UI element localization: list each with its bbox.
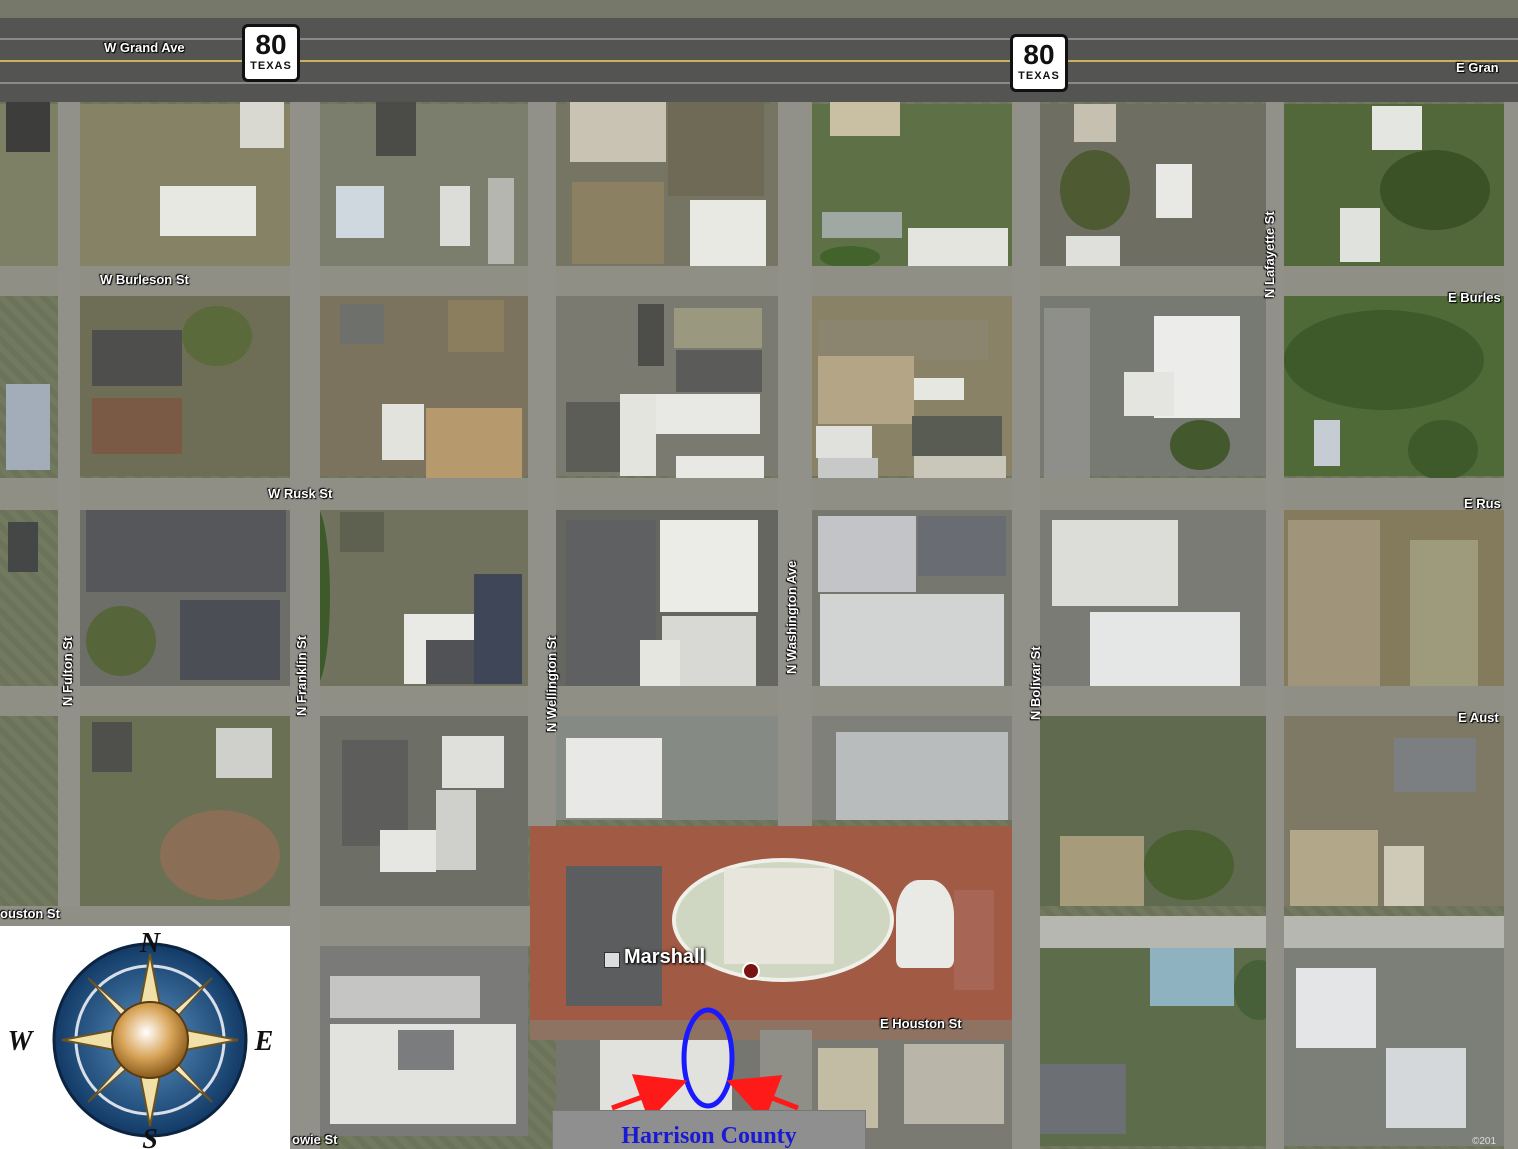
- street-label-e-houston-st: E Houston St: [880, 1016, 962, 1031]
- street-label-e-austin-st: E Aust: [1458, 710, 1499, 725]
- street-label-w-burleson-st: W Burleson St: [100, 272, 189, 287]
- street-label-n-lafayette-st: N Lafayette St: [1262, 211, 1277, 298]
- shield-number: 80: [255, 29, 287, 60]
- shield-state: TEXAS: [1018, 70, 1060, 82]
- street-label-bowie-st: owie St: [292, 1132, 338, 1147]
- compass-west: W: [8, 1026, 35, 1057]
- us-80-shield-east: 80 TEXAS: [1010, 34, 1068, 92]
- compass-south: S: [142, 1124, 158, 1149]
- compass-rose: N S W E: [0, 926, 290, 1149]
- street-label-e-burleson-st: E Burles: [1448, 290, 1501, 305]
- courthouse-building[interactable]: [724, 868, 834, 964]
- plaza-pavilion: [896, 880, 954, 968]
- street-label-n-fulton-st: N Fulton St: [60, 636, 75, 706]
- copyright-notice: ©201: [1472, 1136, 1497, 1147]
- caption-box: Harrison County: [552, 1110, 866, 1149]
- street-label-n-franklin-st: N Franklin St: [294, 635, 309, 716]
- shield-state: TEXAS: [250, 60, 292, 72]
- compass-east: E: [254, 1026, 274, 1057]
- street-label-n-wellington-st: N Wellington St: [544, 636, 559, 732]
- compass-north: N: [139, 928, 162, 959]
- street-label-e-rusk-st: E Rus: [1464, 496, 1501, 511]
- street-label-w-rusk-st: W Rusk St: [268, 486, 333, 501]
- us-80-shield-west: 80 TEXAS: [242, 24, 300, 82]
- street-label-e-grand-ave: E Gran: [1456, 60, 1499, 75]
- shield-number: 80: [1023, 39, 1055, 70]
- place-label-marshall[interactable]: Marshall: [624, 946, 706, 968]
- street-label-w-grand-ave: W Grand Ave: [104, 40, 185, 55]
- caption-harrison-county: Harrison County: [621, 1123, 797, 1149]
- compass-icon: N S W E: [8, 928, 274, 1149]
- street-label-n-washington-ave: N Washington Ave: [784, 560, 799, 674]
- highway-us-80[interactable]: [0, 18, 1518, 102]
- street-label-n-bolivar-st: N Bolivar St: [1028, 646, 1043, 720]
- street-label-houston-st: ouston St: [0, 906, 60, 921]
- landmark-icon[interactable]: [604, 952, 620, 968]
- location-pin-icon[interactable]: [742, 962, 760, 980]
